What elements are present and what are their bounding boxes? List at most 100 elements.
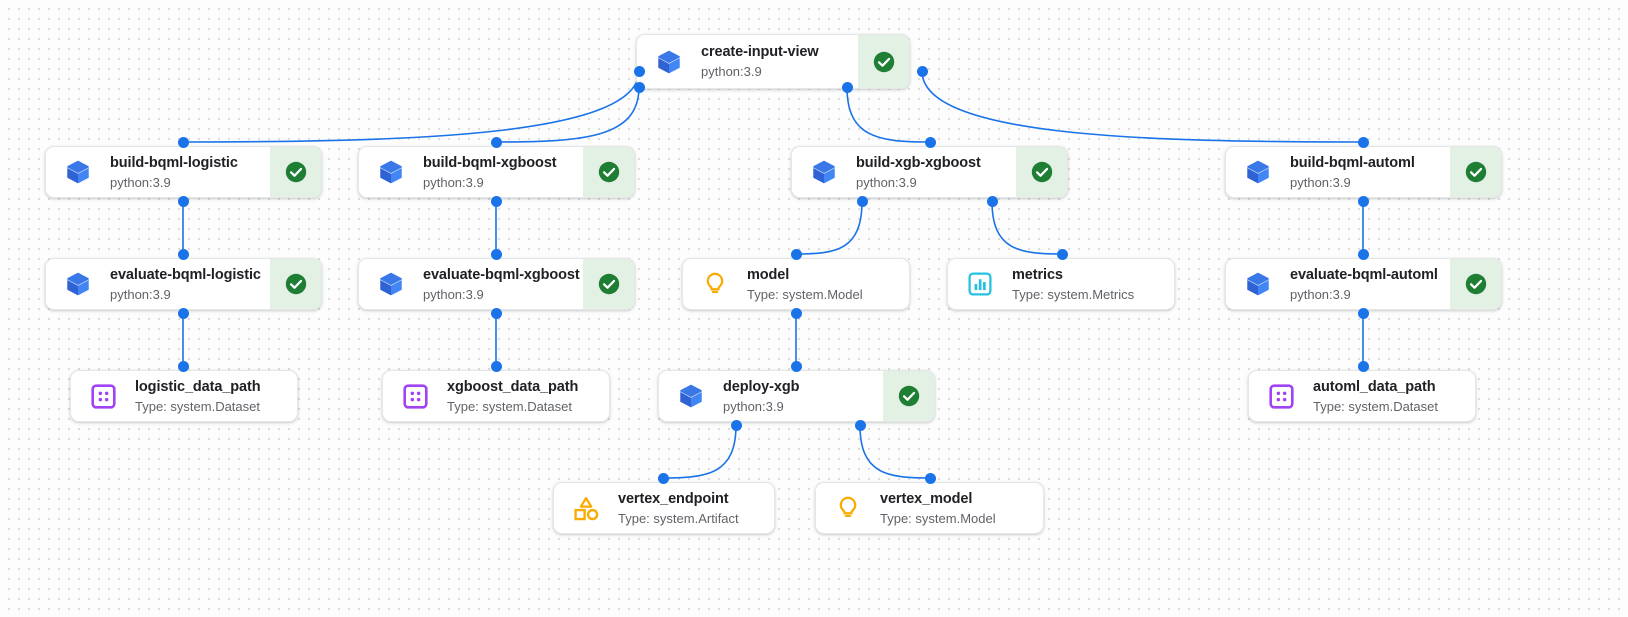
lightbulb-icon bbox=[833, 493, 863, 523]
dag-edge-create-input-view-to-build-bqml-xgboost bbox=[495, 86, 640, 143]
node-title: model bbox=[747, 266, 790, 283]
status-badge[interactable] bbox=[583, 147, 634, 197]
component-cube-icon bbox=[654, 47, 684, 77]
component-cube-icon bbox=[809, 157, 839, 187]
component-cube-icon bbox=[1247, 160, 1269, 184]
component-cube-icon bbox=[676, 381, 706, 411]
edge-port-source bbox=[1357, 307, 1369, 319]
dataset-icon bbox=[402, 383, 428, 409]
edge-port-target bbox=[490, 136, 502, 148]
node-title: build-bqml-automl bbox=[1290, 154, 1415, 171]
edge-port-source bbox=[790, 307, 802, 319]
node-subtitle: Type: system.Dataset bbox=[1313, 398, 1438, 414]
artifact-shapes-icon bbox=[571, 493, 601, 523]
component-cube-icon bbox=[1243, 269, 1273, 299]
dataset-icon bbox=[400, 381, 430, 411]
dag-edge-create-input-view-to-build-xgb-xgboost bbox=[846, 86, 931, 143]
node-subtitle: python:3.9 bbox=[723, 398, 784, 414]
node-title: metrics bbox=[1012, 266, 1063, 283]
status-badge[interactable] bbox=[583, 259, 634, 309]
component-cube-icon bbox=[1243, 157, 1273, 187]
edge-port-target bbox=[790, 360, 802, 372]
node-subtitle: python:3.9 bbox=[1290, 174, 1351, 190]
edge-port-source bbox=[730, 419, 742, 431]
dag-node-build-bqml-xgboost[interactable]: build-bqml-xgboost python:3.9 bbox=[358, 146, 635, 198]
status-badge[interactable] bbox=[270, 259, 321, 309]
node-subtitle: python:3.9 bbox=[1290, 286, 1351, 302]
dag-node-evaluate-bqml-automl[interactable]: evaluate-bqml-automl python:3.9 bbox=[1225, 258, 1502, 310]
node-subtitle: Type: system.Dataset bbox=[447, 398, 572, 414]
edge-port-target bbox=[490, 360, 502, 372]
check-circle-icon bbox=[1465, 161, 1486, 183]
status-badge[interactable] bbox=[270, 147, 321, 197]
dataset-icon bbox=[1268, 383, 1294, 409]
node-title: build-bqml-xgboost bbox=[423, 154, 557, 171]
node-body: build-bqml-xgboost python:3.9 bbox=[359, 147, 583, 197]
node-subtitle: Type: system.Artifact bbox=[618, 510, 739, 526]
status-badge[interactable] bbox=[883, 371, 934, 421]
status-badge[interactable] bbox=[1450, 147, 1501, 197]
dataset-icon bbox=[1266, 381, 1296, 411]
dag-node-build-bqml-automl[interactable]: build-bqml-automl python:3.9 bbox=[1225, 146, 1502, 198]
status-badge[interactable] bbox=[858, 35, 909, 88]
component-cube-icon bbox=[680, 384, 702, 408]
node-subtitle: Type: system.Metrics bbox=[1012, 286, 1135, 302]
node-subtitle: python:3.9 bbox=[110, 286, 171, 302]
artifact-shapes-icon bbox=[573, 496, 598, 520]
dag-edge-build-xgb-xgboost-to-metrics bbox=[991, 200, 1063, 255]
check-circle-icon bbox=[1465, 273, 1486, 295]
bar-chart-icon bbox=[968, 272, 992, 296]
node-title: evaluate-bqml-xgboost bbox=[423, 266, 580, 283]
bar-chart-icon bbox=[965, 269, 995, 299]
component-cube-icon bbox=[813, 160, 835, 184]
dag-edge-create-input-view-to-build-bqml-automl bbox=[921, 70, 1364, 143]
edge-port-target bbox=[177, 136, 189, 148]
node-body: evaluate-bqml-automl python:3.9 bbox=[1226, 259, 1450, 309]
edge-port-target bbox=[490, 248, 502, 260]
edge-port-target bbox=[924, 136, 936, 148]
edge-port-target bbox=[1357, 136, 1369, 148]
edge-port-target bbox=[657, 472, 669, 484]
edge-port-source bbox=[1357, 195, 1369, 207]
lightbulb-icon bbox=[700, 269, 730, 299]
node-title: build-xgb-xgboost bbox=[856, 154, 981, 171]
status-badge[interactable] bbox=[1450, 259, 1501, 309]
node-subtitle: python:3.9 bbox=[423, 174, 484, 190]
node-title: automl_data_path bbox=[1313, 378, 1436, 395]
edge-port-source bbox=[841, 81, 853, 93]
status-badge[interactable] bbox=[1016, 147, 1067, 197]
node-subtitle: Type: system.Model bbox=[747, 286, 863, 302]
check-circle-icon bbox=[598, 161, 619, 183]
edge-port-source bbox=[633, 65, 645, 77]
node-title: logistic_data_path bbox=[135, 378, 261, 395]
component-cube-icon bbox=[63, 157, 93, 187]
check-circle-icon bbox=[285, 273, 306, 295]
node-title: evaluate-bqml-automl bbox=[1290, 266, 1438, 283]
dag-edge-deploy-xgb-to-vertex_model bbox=[859, 424, 931, 479]
